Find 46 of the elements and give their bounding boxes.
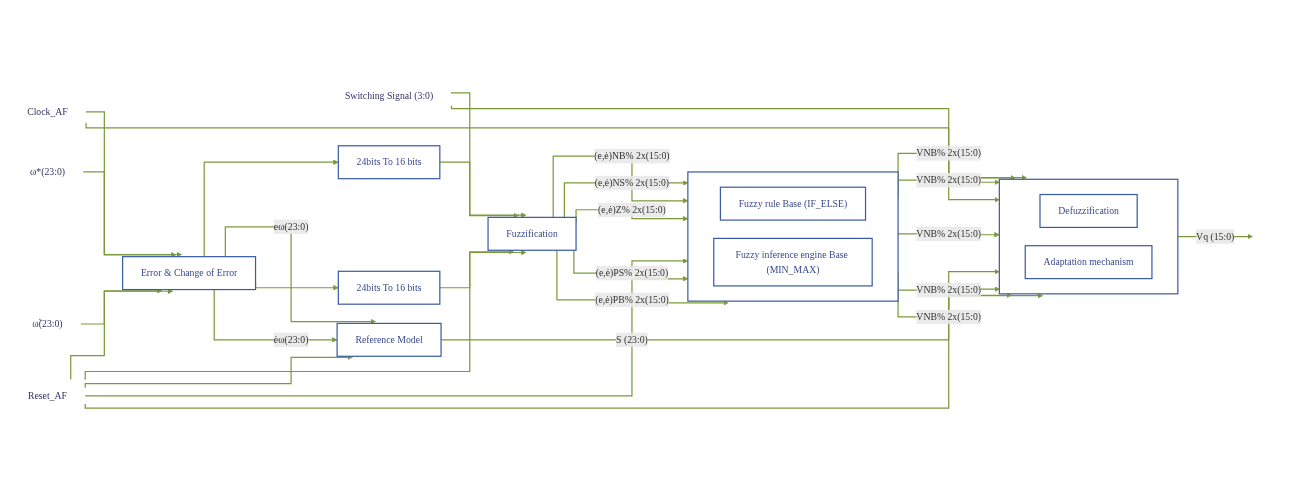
edge-label: ėω(23:0) xyxy=(273,334,309,345)
edge-label: VNB% 2x(15:0) xyxy=(916,311,982,322)
edge-label: Vq (15:0) xyxy=(1196,231,1235,242)
node-box: Fuzzification xyxy=(487,216,577,251)
arrow xyxy=(84,293,1043,409)
arrow xyxy=(84,354,353,389)
arrow xyxy=(84,300,729,397)
edge-label: S (23:0) xyxy=(616,334,648,345)
node-box: 24bits To 16 bits xyxy=(337,270,441,305)
edge-label: (e,ė)PB% 2x(15:0) xyxy=(595,294,669,305)
arrow xyxy=(203,159,339,258)
arrow xyxy=(450,105,1027,181)
edge-label: (e,ė)NS% 2x(15:0) xyxy=(594,177,670,188)
arrow xyxy=(82,171,177,258)
arrow xyxy=(85,122,1016,181)
node-text: Clock_AF xyxy=(27,106,68,117)
node-box: Reference Model xyxy=(336,322,442,357)
arrow xyxy=(254,282,339,291)
node-box: Adaptation mechanism xyxy=(1024,245,1153,280)
edge-label: VNB% 2x(15:0) xyxy=(916,228,982,239)
node-box: Defuzzification xyxy=(1039,193,1138,229)
node-box: 24bits To 16 bits xyxy=(337,145,441,180)
arrow xyxy=(80,288,163,325)
arrow xyxy=(439,249,514,289)
node-text: ω*(23:0) xyxy=(29,166,66,177)
edge-label: (e,ė)NB% 2x(15:0) xyxy=(594,150,670,162)
edge-label: (e,ė)Z% 2x(15:0) xyxy=(598,204,666,215)
edge-label: VNB% 2x(15:0) xyxy=(916,284,982,296)
arrow xyxy=(439,161,519,219)
node-box: Error & Change of Error xyxy=(122,256,257,291)
node-text: Switching Signal (3:0) xyxy=(344,90,434,101)
arrow xyxy=(85,111,182,258)
arrow xyxy=(70,288,174,381)
arrow xyxy=(450,92,527,218)
arrow xyxy=(224,226,376,325)
node-text: ω̃(23:0) xyxy=(32,318,63,329)
edge-label: (e,ė)PS% 2x(15:0) xyxy=(595,267,669,278)
edge-label: eω(23:0) xyxy=(273,221,309,232)
cluster xyxy=(998,178,1179,295)
node-text: Reset_AF xyxy=(27,390,67,401)
node-box: Fuzzy inference engine Base (MIN_MAX) xyxy=(713,237,873,287)
edge-label: VNB% 2x(15:0) xyxy=(916,174,982,186)
arrow xyxy=(84,249,527,381)
node-box: Fuzzy rule Base (IF_ELSE) xyxy=(719,186,867,221)
edge-label: VNB% 2x(15:0) xyxy=(916,147,982,159)
cluster xyxy=(687,171,899,302)
